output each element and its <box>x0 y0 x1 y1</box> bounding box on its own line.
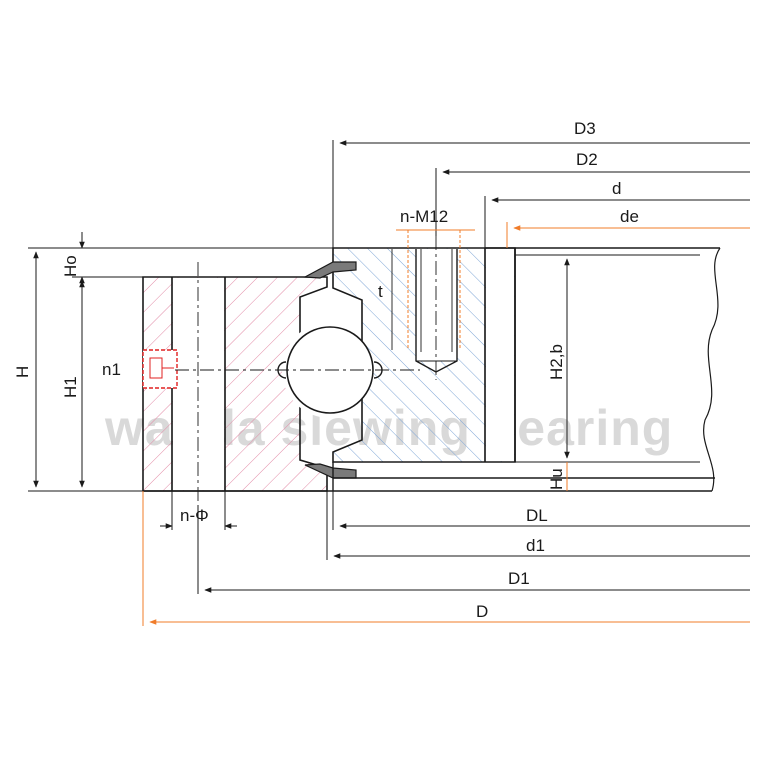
left-dimensions <box>28 232 333 492</box>
top-dimensions <box>332 140 750 248</box>
label-H2b: H2,b <box>547 344 566 380</box>
outer-ring <box>142 262 378 505</box>
label-H: H <box>13 366 32 378</box>
bottom-dimensions <box>142 491 750 626</box>
label-t: t <box>378 282 383 301</box>
label-Hu: Hu <box>547 468 566 490</box>
label-D2: D2 <box>576 150 598 169</box>
label-n-M12: n-M12 <box>400 207 448 226</box>
label-d: d <box>612 179 621 198</box>
seal-top <box>302 261 357 279</box>
label-H1: H1 <box>61 376 80 398</box>
label-n-phi: n-Φ <box>180 506 209 525</box>
label-d1: d1 <box>526 536 545 555</box>
label-D3: D3 <box>574 119 596 138</box>
label-D1: D1 <box>508 569 530 588</box>
label-de: de <box>620 207 639 226</box>
grease-nipple <box>142 349 178 389</box>
label-D: D <box>476 602 488 621</box>
gear-rim <box>333 247 721 492</box>
label-Ho: Ho <box>61 255 80 277</box>
label-DL: DL <box>526 506 548 525</box>
label-n1: n1 <box>102 360 121 379</box>
inner-ring <box>332 230 516 463</box>
